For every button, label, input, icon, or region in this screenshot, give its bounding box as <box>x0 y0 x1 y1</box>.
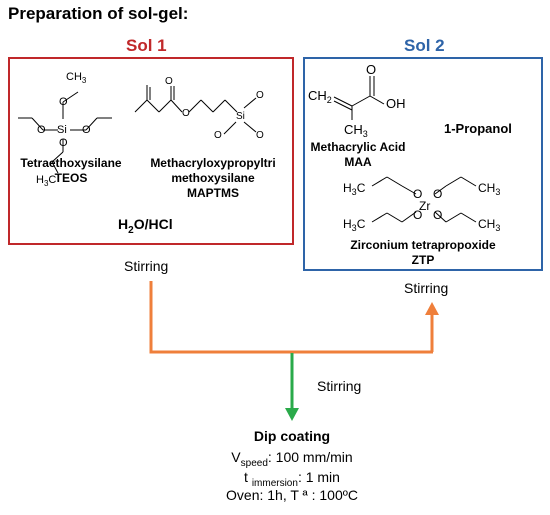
maptms-abbr: MAPTMS <box>187 186 239 200</box>
down-arrow-head <box>285 408 299 421</box>
teos-h3c-label: H3C <box>36 174 56 188</box>
sol1-stirring: Stirring <box>124 258 169 274</box>
sol1-solvent-sub: 2 <box>128 224 134 236</box>
ztp-zr: Zr <box>419 199 430 213</box>
ztp-name-text: Zirconium tetrapropoxide <box>350 238 496 252</box>
maptms-name-l1: Methacryloxypropyltri <box>150 156 276 170</box>
teos-abbr: TEOS <box>54 171 88 185</box>
ztp-o2: O <box>433 187 442 201</box>
maa-structure <box>333 76 385 120</box>
sol2-stirring: Stirring <box>404 280 449 296</box>
teos-o-left: O <box>37 124 46 136</box>
maptms-name-l2: methoxysilane <box>171 171 255 185</box>
dip-speed-v: V <box>231 449 241 465</box>
ztp-name: Zirconium tetrapropoxide ZTP <box>336 238 510 268</box>
ztp-h3c-1: H3C <box>343 181 366 197</box>
maptms-name: Methacryloxypropyltri methoxysilane MAPT… <box>134 156 292 201</box>
ztp-abbr: ZTP <box>411 253 435 267</box>
maptms-structure <box>134 85 257 135</box>
maptms-o3: O <box>214 130 222 141</box>
maa-ch2-label: CH2 <box>308 88 332 105</box>
maptms-o2: O <box>256 130 264 141</box>
maa-oh: OH <box>386 96 406 111</box>
maa-name-text: Methacrylic Acid <box>310 140 406 154</box>
teos-structure <box>18 91 112 174</box>
maptms-o1: O <box>256 90 264 101</box>
teos-si: Si <box>57 124 67 136</box>
sol2-title: Sol 2 <box>404 36 445 55</box>
teos-o-right: O <box>82 124 91 136</box>
dip-immersion: t immersion: 1 min <box>172 467 412 494</box>
maa-name: Methacrylic Acid MAA <box>306 140 410 170</box>
ztp-o3: O <box>413 208 422 222</box>
sol2-solvent: 1-Propanol <box>444 121 512 136</box>
ztp-o4: O <box>433 208 442 222</box>
dip-immersion-value: : 1 min <box>297 469 340 485</box>
maptms-o-carbonyl: O <box>165 76 173 87</box>
teos-name-text: Tetraethoxysilane <box>20 156 122 170</box>
teos-ch3-label: CH3 <box>66 71 87 85</box>
dip-speed-value: : 100 mm/min <box>267 449 353 465</box>
arrow-to-sol2 <box>425 302 439 315</box>
sol2-box <box>303 57 543 271</box>
maptms-si: Si <box>236 111 245 122</box>
teos-name: Tetraethoxysilane TEOS <box>12 156 130 186</box>
teos-o-top: O <box>59 96 68 108</box>
ztp-h3c-2: H3C <box>343 217 366 233</box>
sol1-solvent: H2O/HCl <box>118 216 173 236</box>
dip-title: Dip coating <box>253 428 331 444</box>
teos-o-bottom: O <box>59 137 68 149</box>
maa-abbr: MAA <box>344 155 372 169</box>
mix-stirring: Stirring <box>317 378 362 394</box>
dip-immersion-t: t <box>244 469 252 485</box>
maptms-o-ester: O <box>182 108 190 119</box>
ztp-o1: O <box>413 187 422 201</box>
ztp-ch3-1: CH3 <box>478 181 500 197</box>
mixing-connector <box>149 281 434 354</box>
sol1-solvent-rest: O/HCl <box>133 216 173 232</box>
page-title: Preparation of sol-gel: <box>8 4 189 23</box>
dip-oven: Oven: 1h, T ª : 100ºC <box>226 487 358 503</box>
maa-o: O <box>366 62 376 77</box>
dip-speed: Vspeed: 100 mm/min <box>172 447 412 474</box>
sol1-title: Sol 1 <box>126 36 167 55</box>
ztp-structure <box>371 176 477 223</box>
dip-speed-sub: speed <box>240 457 268 469</box>
maa-ch3-label: CH3 <box>344 122 368 139</box>
sol1-solvent-main: H <box>118 216 129 232</box>
ztp-ch3-2: CH3 <box>478 217 500 233</box>
dip-immersion-sub: immersion <box>251 477 298 489</box>
sol1-box <box>8 57 294 245</box>
